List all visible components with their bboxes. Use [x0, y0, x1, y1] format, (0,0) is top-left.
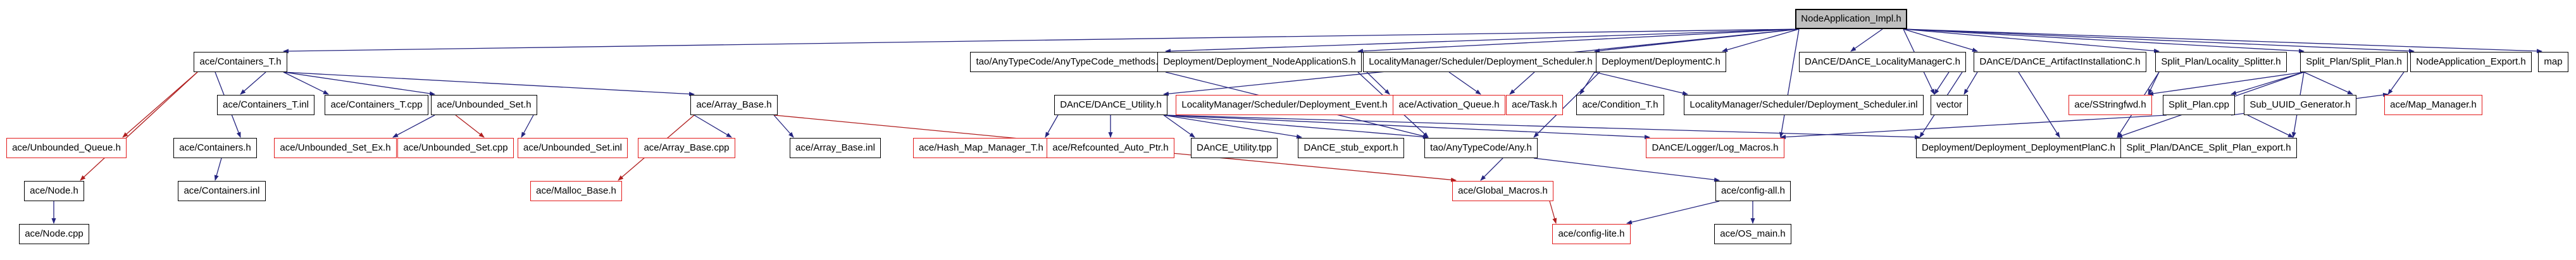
graph-node-node_h[interactable]: ace/Node.h: [24, 181, 84, 201]
graph-node-refcounted_auto_ptr[interactable]: ace/Refcounted_Auto_Ptr.h: [1047, 138, 1174, 158]
include-edge: [455, 115, 485, 138]
include-edge: [2387, 71, 2405, 95]
include-edge: [1366, 71, 1390, 95]
graph-node-deployment_plan_c[interactable]: Deployment/Deployment_DeploymentPlanC.h: [1916, 138, 2121, 158]
include-edge: [1850, 28, 1883, 52]
include-edge: [1163, 115, 1302, 139]
graph-node-unbounded_set_h[interactable]: ace/Unbounded_Set.h: [431, 95, 537, 115]
graph-node-unbounded_set_ex[interactable]: ace/Unbounded_Set_Ex.h: [274, 138, 397, 158]
include-edge: [80, 71, 198, 181]
graph-node-hash_map_manager[interactable]: ace/Hash_Map_Manager_T.h: [913, 138, 1049, 158]
include-edge: [283, 71, 435, 96]
graph-node-impl: NodeApplication_Impl.h: [1795, 9, 1907, 29]
include-edge: [1963, 71, 1978, 95]
graph-node-scheduler_inl[interactable]: LocalityManager/Scheduler/Deployment_Sch…: [1684, 95, 1924, 115]
graph-node-deployment_event[interactable]: LocalityManager/Scheduler/Deployment_Eve…: [1176, 95, 1393, 115]
graph-node-sstringfwd[interactable]: ace/SStringfwd.h: [2069, 95, 2152, 115]
include-edge: [694, 115, 732, 138]
include-edge: [283, 71, 695, 97]
graph-node-utility_tpp[interactable]: DAnCE_Utility.tpp: [1191, 138, 1278, 158]
graph-node-malloc_base[interactable]: ace/Malloc_Base.h: [530, 181, 622, 201]
include-edge: [1934, 71, 1950, 95]
include-edge: [1163, 115, 1429, 139]
include-edge: [1579, 71, 1595, 95]
include-edge: [1357, 28, 1800, 54]
graph-node-nodeapplication_export[interactable]: NodeApplication_Export.h: [2410, 52, 2532, 72]
graph-node-locality_manager_c[interactable]: DAnCE/DAnCE_LocalityManagerC.h: [1799, 52, 1966, 72]
graph-node-sub_uuid_generator[interactable]: Sub_UUID_Generator.h: [2244, 95, 2356, 115]
graph-node-node_cpp[interactable]: ace/Node.cpp: [19, 224, 89, 244]
graph-node-nodeapplication_s[interactable]: Deployment/Deployment_NodeApplicationS.h: [1157, 52, 1362, 72]
include-edge: [392, 115, 435, 138]
include-edge: [1163, 115, 1920, 140]
include-edge: [1509, 71, 1535, 95]
graph-node-dance_utility[interactable]: DAnCE/DAnCE_Utility.h: [1054, 95, 1167, 115]
include-edge: [283, 71, 329, 95]
graph-node-split_plan_cpp[interactable]: Split_Plan.cpp: [2163, 95, 2235, 115]
graph-node-map[interactable]: map: [2538, 52, 2568, 72]
include-edge: [1163, 115, 1195, 138]
graph-node-array_base_inl[interactable]: ace/Array_Base.inl: [790, 138, 881, 158]
graph-node-config_all[interactable]: ace/config-all.h: [1715, 181, 1791, 201]
graph-node-array_base_cpp[interactable]: ace/Array_Base.cpp: [638, 138, 735, 158]
graph-node-any_h[interactable]: tao/AnyTypeCode/Any.h: [1424, 138, 1538, 158]
graph-node-containers_inl[interactable]: ace/Containers.inl: [178, 181, 266, 201]
graph-node-stub_export[interactable]: DAnCE_stub_export.h: [1298, 138, 1404, 158]
include-edge: [2247, 115, 2294, 138]
graph-node-deployment_scheduler[interactable]: LocalityManager/Scheduler/Deployment_Sch…: [1363, 52, 1598, 72]
include-edge: [122, 71, 198, 138]
include-edge: [1722, 28, 1800, 53]
include-edge: [1903, 28, 2415, 54]
graph-node-os_main[interactable]: ace/OS_main.h: [1714, 224, 1791, 244]
graph-node-condition_t[interactable]: ace/Condition_T.h: [1576, 95, 1664, 115]
graph-node-unbounded_set_inl[interactable]: ace/Unbounded_Set.inl: [518, 138, 628, 158]
graph-node-containers_t_cpp[interactable]: ace/Containers_T.cpp: [325, 95, 428, 115]
graph-node-containers_t_inl[interactable]: ace/Containers_T.inl: [217, 95, 314, 115]
graph-node-split_plan_export[interactable]: Split_Plan/DAnCE_Split_Plan_export.h: [2120, 138, 2297, 158]
graph-node-deployment_c[interactable]: Deployment/DeploymentC.h: [1596, 52, 1726, 72]
include-edge: [1779, 28, 1800, 138]
graph-node-vector[interactable]: vector: [1931, 95, 1968, 115]
include-edge: [1903, 28, 2542, 54]
include-edge: [773, 115, 794, 138]
include-edge: [2148, 71, 2305, 96]
graph-node-log_macros[interactable]: DAnCE/Logger/Log_Macros.h: [1646, 138, 1784, 158]
graph-node-activation_queue[interactable]: ace/Activation_Queue.h: [1393, 95, 1505, 115]
include-edge: [1533, 158, 1720, 182]
graph-node-task_h[interactable]: ace/Task.h: [1506, 95, 1563, 115]
graph-node-global_macros[interactable]: ace/Global_Macros.h: [1452, 181, 1553, 201]
include-edge: [1594, 71, 1688, 96]
include-edge: [1903, 28, 1978, 53]
graph-node-split_plan_h[interactable]: Split_Plan/Split_Plan.h: [2300, 52, 2408, 72]
include-edge: [1903, 28, 2305, 54]
include-edge: [1626, 201, 1720, 225]
include-edge: [1448, 71, 1481, 95]
graph-node-containers_t_h[interactable]: ace/Containers_T.h: [194, 52, 287, 72]
graph-node-unbounded_queue[interactable]: ace/Unbounded_Queue.h: [6, 138, 127, 158]
include-edge: [240, 71, 266, 95]
include-edge: [1045, 115, 1059, 138]
include-edge: [2231, 71, 2305, 96]
graph-node-unbounded_set_cpp[interactable]: ace/Unbounded_Set.cpp: [397, 138, 514, 158]
include-edge: [1903, 28, 2160, 53]
include-edge: [1780, 115, 2167, 140]
include-edge: [2303, 71, 2353, 95]
include-edge: [1163, 115, 1650, 140]
graph-node-config_lite[interactable]: ace/config-lite.h: [1552, 224, 1631, 244]
include-edge: [521, 115, 534, 138]
include-edge: [1549, 201, 1557, 224]
include-edge: [1165, 28, 1800, 54]
include-edge: [2148, 71, 2160, 95]
include-edge: [283, 28, 1800, 54]
graph-node-map_manager[interactable]: ace/Map_Manager.h: [2384, 95, 2482, 115]
graph-node-artifact_installation_c[interactable]: DAnCE/DAnCE_ArtifactInstallationC.h: [1974, 52, 2146, 72]
include-edge: [2018, 71, 2060, 138]
graph-node-array_base_h[interactable]: ace/Array_Base.h: [690, 95, 778, 115]
include-edge: [1480, 158, 1503, 181]
graph-node-anytypecode_methods[interactable]: tao/AnyTypeCode/AnyTypeCode_methods.h: [970, 52, 1169, 72]
include-edge: [214, 158, 222, 181]
graph-node-containers_h[interactable]: ace/Containers.h: [173, 138, 257, 158]
graph-node-locality_splitter[interactable]: Split_Plan/Locality_Splitter.h: [2155, 52, 2287, 72]
